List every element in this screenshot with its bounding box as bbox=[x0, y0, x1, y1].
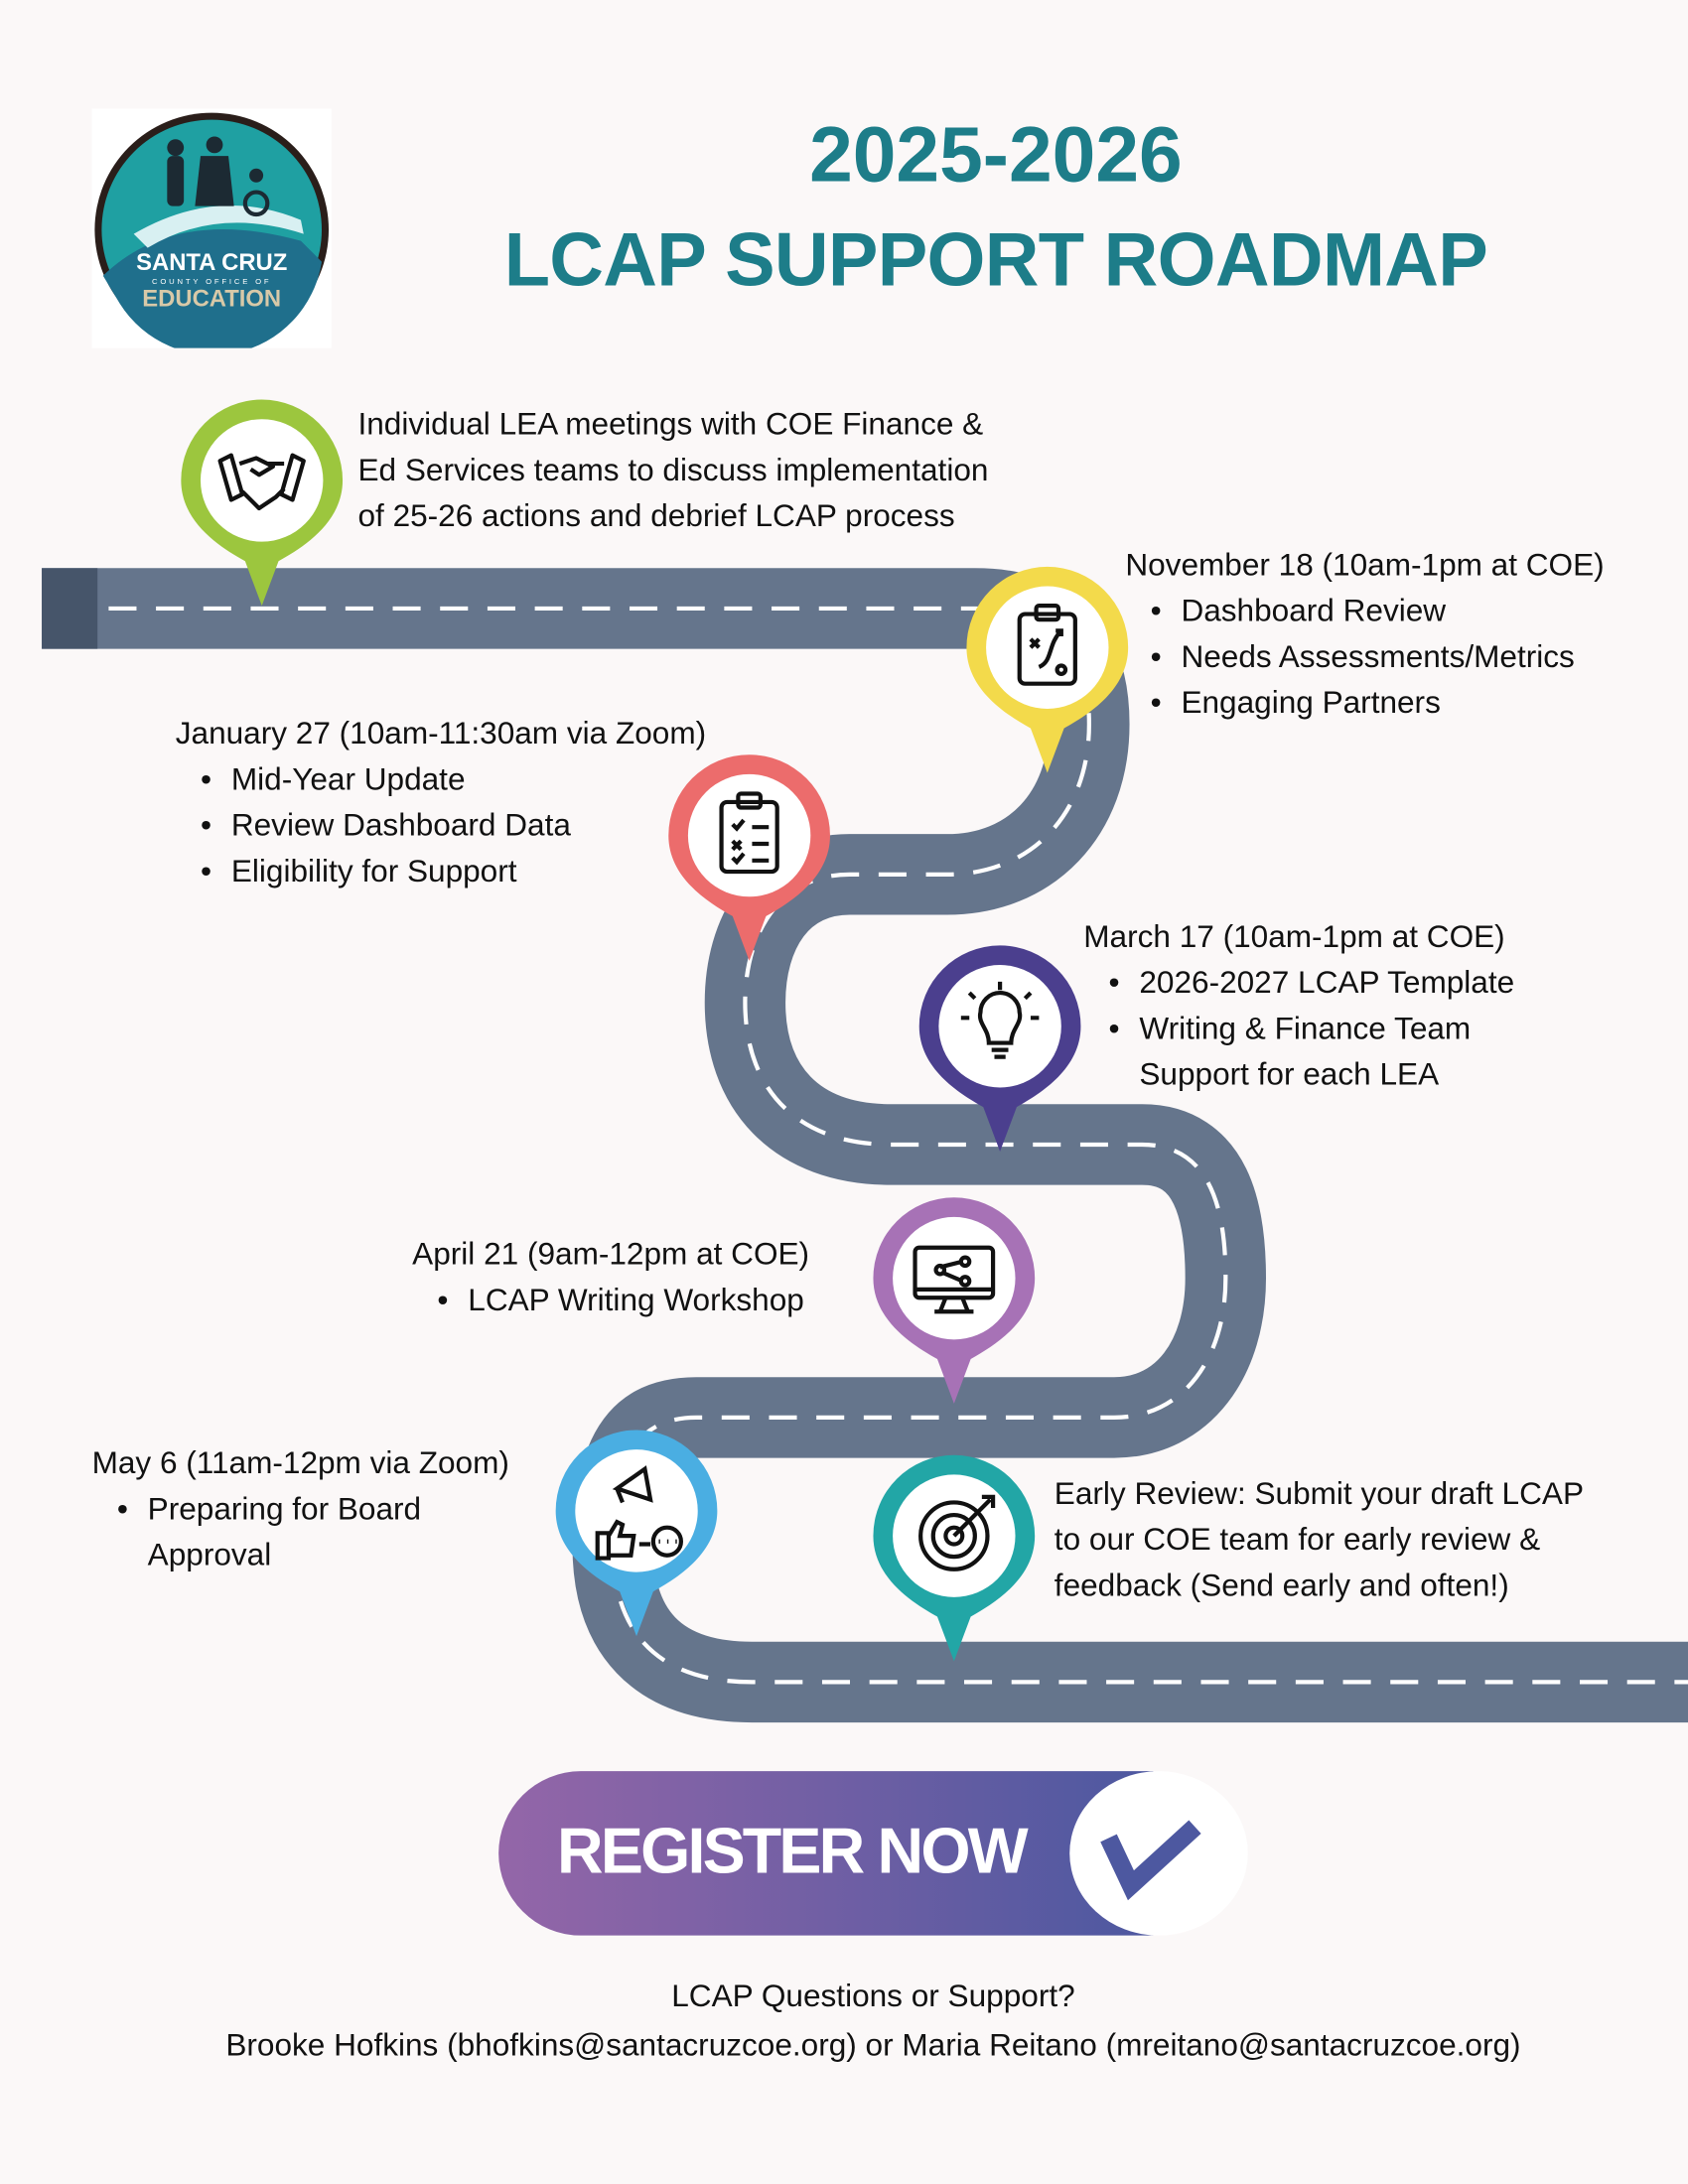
november-heading: November 18 (10am-1pm at COE) bbox=[1125, 547, 1605, 583]
megaphone-feedback-icon bbox=[595, 1465, 683, 1561]
january-item: Eligibility for Support bbox=[201, 848, 706, 893]
support-question: LCAP Questions or Support? bbox=[671, 1979, 1075, 2014]
may-heading: May 6 (11am-12pm via Zoom) bbox=[91, 1444, 509, 1481]
title-main: LCAP SUPPORT ROADMAP bbox=[503, 218, 1488, 303]
pin-early-review bbox=[873, 1454, 1036, 1662]
january-heading: January 27 (10am-11:30am via Zoom) bbox=[175, 715, 707, 751]
pin-november bbox=[966, 566, 1129, 773]
register-pill[interactable]: REGISTER NOW bbox=[498, 1771, 1154, 1936]
may-item-continuation: Approval bbox=[147, 1537, 272, 1572]
pin-march bbox=[918, 945, 1081, 1152]
march-item: 2026-2027 LCAP Template bbox=[1109, 959, 1515, 1005]
january-item: Mid-Year Update bbox=[201, 756, 706, 802]
pin-january bbox=[668, 754, 830, 961]
early-review-line: Early Review: Submit your draft LCAP bbox=[1054, 1475, 1584, 1511]
register-label[interactable]: REGISTER NOW bbox=[557, 1814, 1029, 1887]
march-session: March 17 (10am-1pm at COE) 2026-2027 LCA… bbox=[1083, 913, 1514, 1097]
support-contacts: Brooke Hofkins (bhofkins@santacruzcoe.or… bbox=[225, 2027, 1521, 2063]
early-review-line: feedback (Send early and often!) bbox=[1054, 1568, 1509, 1603]
logo-text-3: EDUCATION bbox=[142, 286, 281, 313]
april-session: April 21 (9am-12pm at COE) LCAP Writing … bbox=[412, 1231, 809, 1323]
santa-cruz-coe-logo: SANTA CRUZ COUNTY OFFICE OF EDUCATION bbox=[91, 108, 332, 355]
checkmark-icon[interactable] bbox=[1069, 1771, 1248, 1936]
january-session: January 27 (10am-11:30am via Zoom) Mid-Y… bbox=[175, 710, 707, 894]
pin-april bbox=[873, 1197, 1036, 1404]
april-item: LCAP Writing Workshop bbox=[437, 1277, 809, 1322]
checklist-icon bbox=[719, 791, 779, 875]
monitor-icon bbox=[913, 1245, 996, 1314]
november-session: November 18 (10am-1pm at COE) Dashboard … bbox=[1125, 542, 1604, 726]
april-heading: April 21 (9am-12pm at COE) bbox=[412, 1236, 810, 1272]
lea-line: Individual LEA meetings with COE Finance… bbox=[357, 406, 984, 442]
lightbulb-icon bbox=[960, 981, 1040, 1059]
lea-line: of 25-26 actions and debrief LCAP proces… bbox=[357, 498, 955, 534]
may-item: Preparing for Board bbox=[117, 1486, 509, 1532]
early-review-line: to our COE team for early review & bbox=[1054, 1522, 1541, 1558]
title-years: 2025-2026 bbox=[809, 109, 1183, 199]
handshake-icon bbox=[217, 453, 306, 511]
logo-text-2: COUNTY OFFICE OF bbox=[152, 277, 272, 286]
strategy-clipboard-icon bbox=[1017, 604, 1077, 686]
pin-may bbox=[555, 1430, 718, 1637]
logo-text-1: SANTA CRUZ bbox=[136, 249, 287, 276]
march-item: Writing & Finance Team bbox=[1109, 1006, 1515, 1051]
november-item: Dashboard Review bbox=[1151, 588, 1605, 633]
early-review-text: Early Review: Submit your draft LCAP to … bbox=[1055, 1470, 1584, 1608]
march-item-continuation: Support for each LEA bbox=[1139, 1056, 1440, 1092]
november-item: Engaging Partners bbox=[1151, 679, 1605, 725]
november-item: Needs Assessments/Metrics bbox=[1151, 633, 1605, 679]
register-now-button[interactable]: REGISTER NOW bbox=[498, 1771, 1250, 1936]
march-heading: March 17 (10am-1pm at COE) bbox=[1083, 918, 1505, 954]
target-icon bbox=[918, 1494, 996, 1571]
lea-line: Ed Services teams to discuss implementat… bbox=[357, 452, 989, 487]
january-item: Review Dashboard Data bbox=[201, 802, 706, 848]
may-session: May 6 (11am-12pm via Zoom) Preparing for… bbox=[92, 1439, 509, 1577]
pin-lea-meetings bbox=[181, 399, 344, 607]
lea-meetings-text: Individual LEA meetings with COE Finance… bbox=[357, 401, 988, 539]
